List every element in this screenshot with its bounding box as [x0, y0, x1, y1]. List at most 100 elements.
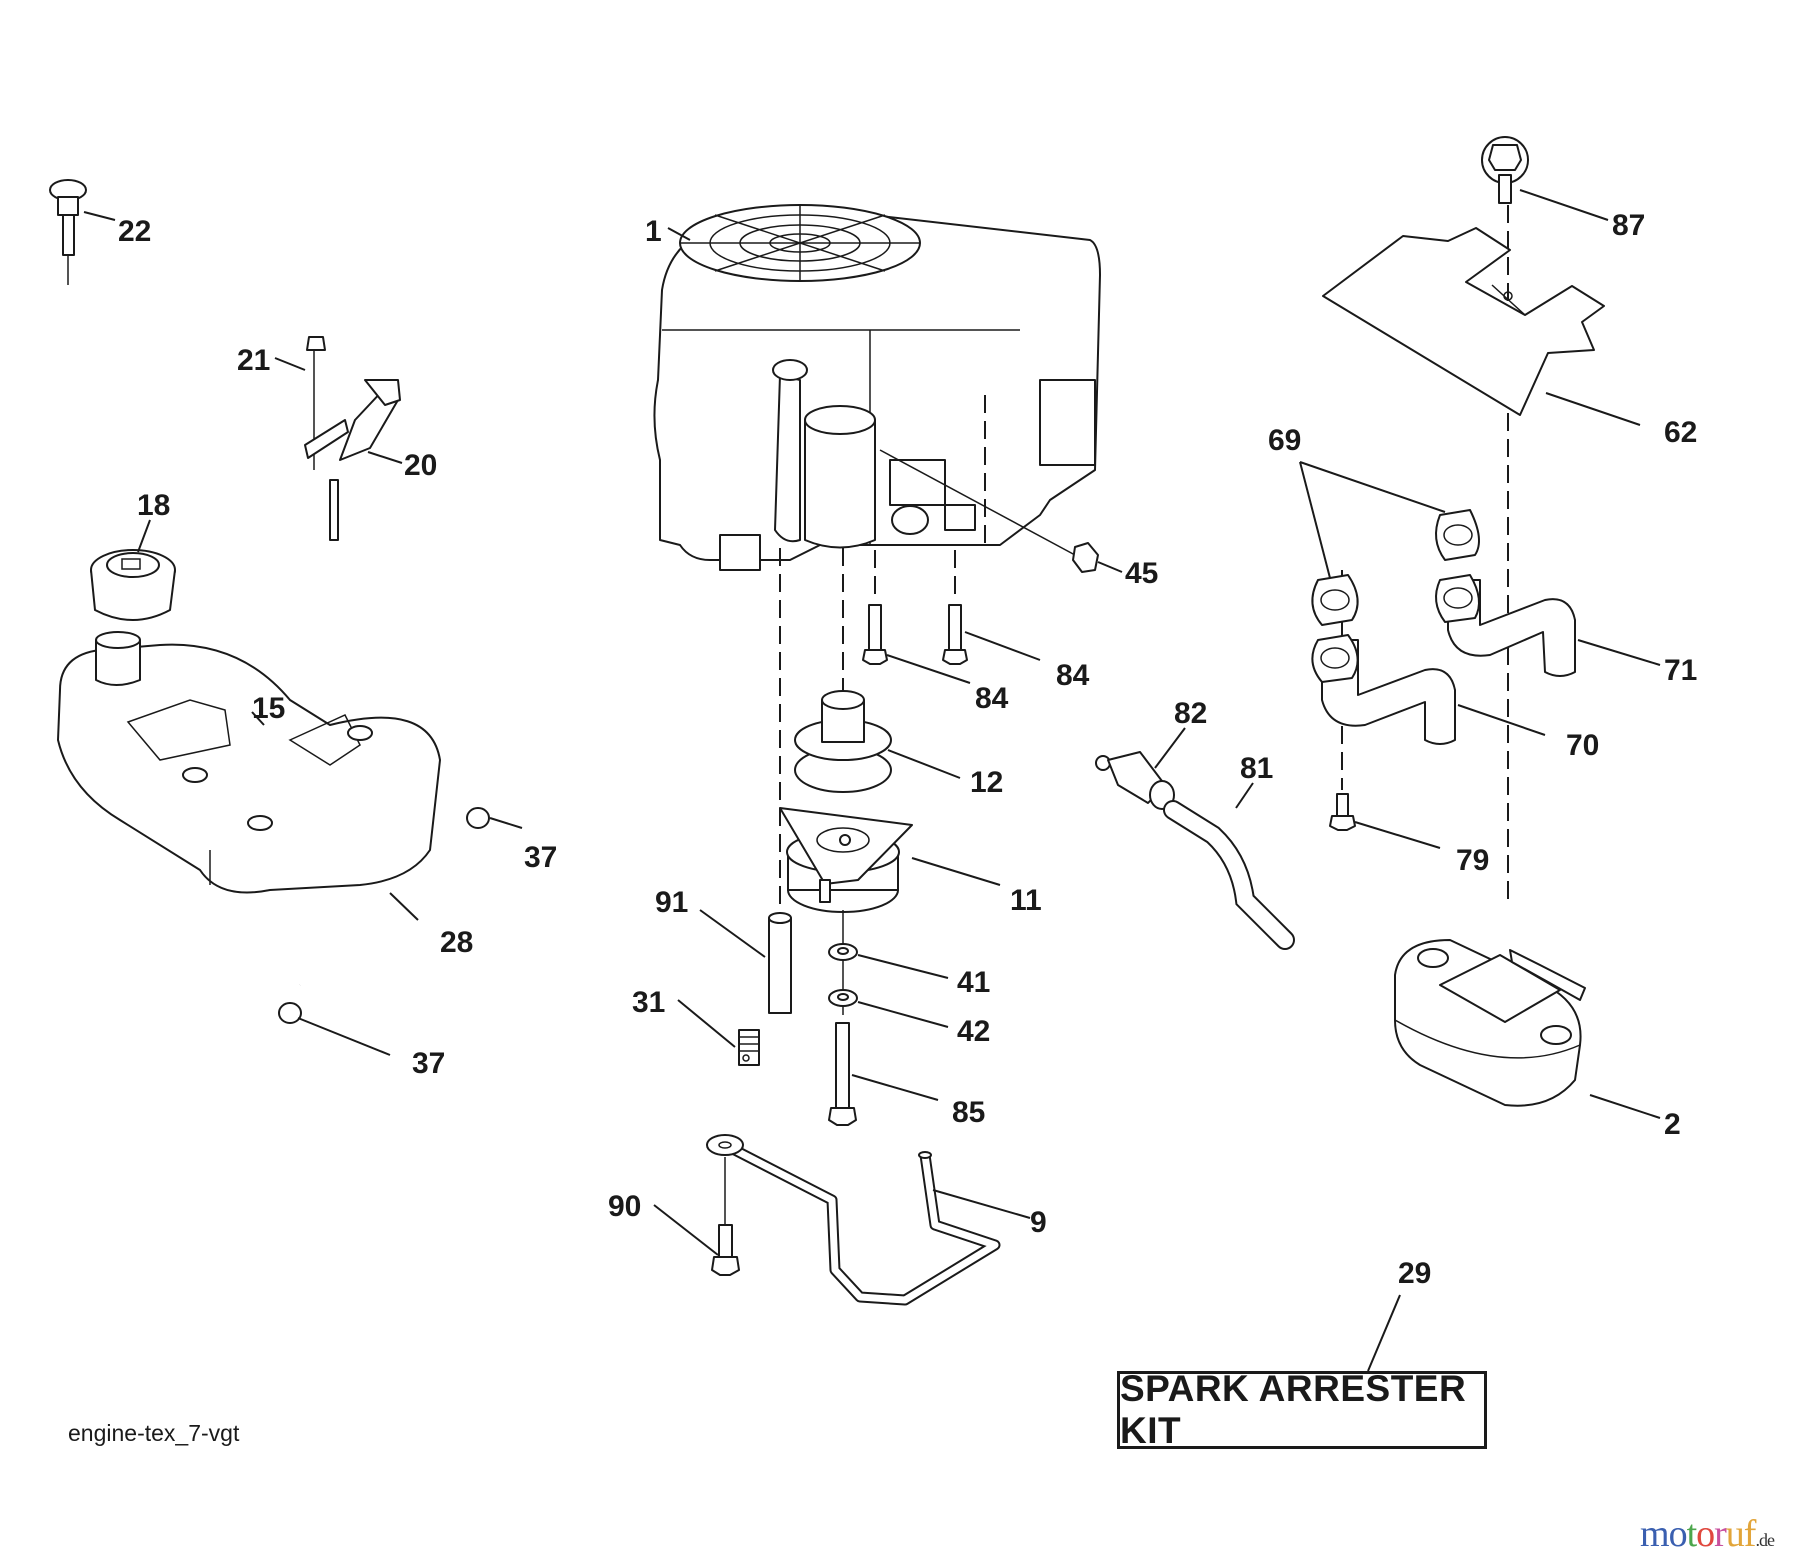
callout-11[interactable]: 11 — [1010, 884, 1042, 917]
part-nut[interactable] — [1072, 542, 1099, 573]
leader-37-upper — [489, 817, 523, 829]
leader-45-dash — [879, 449, 1076, 556]
leader-29 — [1367, 1294, 1401, 1372]
leader-62 — [1545, 392, 1641, 426]
callout-90[interactable]: 90 — [608, 1190, 641, 1223]
callout-41[interactable]: 41 — [957, 966, 990, 999]
callout-91[interactable]: 91 — [655, 886, 688, 919]
leader-37-lower — [297, 1017, 391, 1056]
leader-45 — [1097, 561, 1123, 573]
part-fuel-cap[interactable] — [90, 549, 176, 621]
part-exhaust-pipe-left[interactable] — [1311, 634, 1456, 745]
callout-42[interactable]: 42 — [957, 1015, 990, 1048]
callout-69[interactable]: 69 — [1268, 424, 1301, 457]
callout-84-left[interactable]: 84 — [975, 682, 1009, 715]
callout-79[interactable]: 79 — [1456, 844, 1489, 877]
part-spring[interactable] — [738, 1029, 760, 1066]
callout-81[interactable]: 81 — [1240, 752, 1273, 785]
leader-82 — [1154, 727, 1186, 769]
watermark-letter-6: f — [1743, 1513, 1757, 1555]
part-shield-bolt[interactable] — [1481, 136, 1529, 204]
part-clutch-bracket-rod[interactable] — [706, 1134, 1001, 1306]
leader-69-a — [1299, 461, 1331, 579]
part-bolt-79[interactable] — [1329, 793, 1356, 831]
spark-arrester-kit-text: SPARK ARRESTER KIT — [1120, 1368, 1467, 1451]
part-clutch-bolt[interactable] — [828, 1022, 857, 1126]
callout-2[interactable]: 2 — [1664, 1108, 1681, 1141]
leader-18 — [137, 519, 151, 553]
callout-9[interactable]: 9 — [1030, 1206, 1047, 1239]
part-fuel-line[interactable] — [299, 820, 469, 987]
callout-87[interactable]: 87 — [1612, 209, 1645, 242]
leader-91 — [699, 909, 766, 958]
callout-85[interactable]: 85 — [952, 1096, 985, 1129]
diagram-code: engine-tex_7-vgt — [68, 1420, 240, 1446]
leader-12 — [887, 749, 961, 779]
callout-12[interactable]: 12 — [970, 766, 1003, 799]
leader-69-b — [1299, 461, 1446, 513]
callout-28[interactable]: 28 — [440, 926, 473, 959]
part-oil-drain-valve[interactable] — [1095, 751, 1175, 810]
leader-84-right — [964, 631, 1041, 661]
spark-arrester-kit-label[interactable]: SPARK ARRESTER KIT — [1117, 1368, 1487, 1451]
watermark-letter-0: m — [1640, 1513, 1670, 1555]
leader-15 — [251, 711, 265, 726]
part-spacer-tube[interactable] — [768, 912, 792, 1014]
callout-22[interactable]: 22 — [118, 215, 151, 248]
callout-15[interactable]: 15 — [252, 692, 285, 725]
part-lock-washer[interactable] — [828, 989, 858, 1007]
callout-84-right[interactable]: 84 — [1056, 659, 1090, 692]
leader-85 — [851, 1074, 939, 1101]
part-electric-clutch[interactable] — [779, 807, 913, 913]
callout-1[interactable]: 1 — [645, 215, 662, 248]
part-bolt-84-right[interactable] — [942, 604, 968, 665]
leader-79 — [1354, 821, 1441, 849]
part-hose-clamp-upper[interactable] — [466, 807, 490, 829]
part-engine[interactable] — [653, 204, 1101, 571]
callout-82[interactable]: 82 — [1174, 697, 1207, 730]
part-bolt-84-left[interactable] — [862, 604, 888, 665]
part-exhaust-gasket-upper[interactable] — [1435, 509, 1480, 561]
callout-21[interactable]: 21 — [237, 344, 270, 377]
part-exhaust-gasket-lower[interactable] — [1311, 574, 1359, 626]
leader-81 — [1235, 782, 1254, 809]
callout-37-upper[interactable]: 37 — [524, 841, 557, 874]
watermark-letter-4: r — [1714, 1513, 1727, 1555]
watermark-letter-1: o — [1668, 1513, 1688, 1555]
part-hose-clamp-lower[interactable] — [278, 1002, 302, 1024]
callout-18[interactable]: 18 — [137, 489, 170, 522]
leader-20 — [367, 451, 403, 464]
part-fuel-tank[interactable] — [57, 631, 441, 894]
part-choke-knob[interactable] — [49, 179, 87, 285]
part-muffler[interactable] — [1394, 939, 1586, 1107]
watermark-tld: .de — [1755, 1530, 1774, 1550]
leader-9 — [932, 1189, 1031, 1219]
watermark-letter-5: u — [1725, 1513, 1745, 1555]
callout-62[interactable]: 62 — [1664, 416, 1697, 449]
part-throttle-bracket[interactable] — [304, 336, 401, 541]
callout-29[interactable]: 29 — [1398, 1257, 1431, 1290]
callout-37-lower[interactable]: 37 — [412, 1047, 445, 1080]
callout-45[interactable]: 45 — [1125, 557, 1158, 590]
part-washer[interactable] — [828, 943, 858, 961]
leader-22 — [83, 211, 116, 221]
leader-70 — [1457, 704, 1546, 736]
callout-70[interactable]: 70 — [1566, 729, 1599, 762]
part-exhaust-pipe-right[interactable] — [1435, 574, 1576, 677]
leader-28 — [389, 892, 419, 921]
leader-84-left — [886, 654, 971, 684]
watermark-logo: motoruf.de — [1640, 1512, 1775, 1556]
callout-20[interactable]: 20 — [404, 449, 437, 482]
leader-21 — [274, 357, 306, 371]
leader-41 — [857, 954, 949, 979]
part-bolt-90[interactable] — [711, 1224, 740, 1276]
part-oil-drain-hose[interactable] — [1163, 800, 1295, 950]
part-pulley[interactable] — [794, 690, 892, 793]
watermark-letter-3: o — [1696, 1513, 1715, 1555]
leader-90 — [653, 1204, 719, 1256]
callout-31[interactable]: 31 — [632, 986, 665, 1019]
callout-71[interactable]: 71 — [1664, 654, 1697, 687]
watermark-letter-2: t — [1686, 1513, 1698, 1555]
part-heat-shield[interactable] — [1322, 227, 1605, 416]
